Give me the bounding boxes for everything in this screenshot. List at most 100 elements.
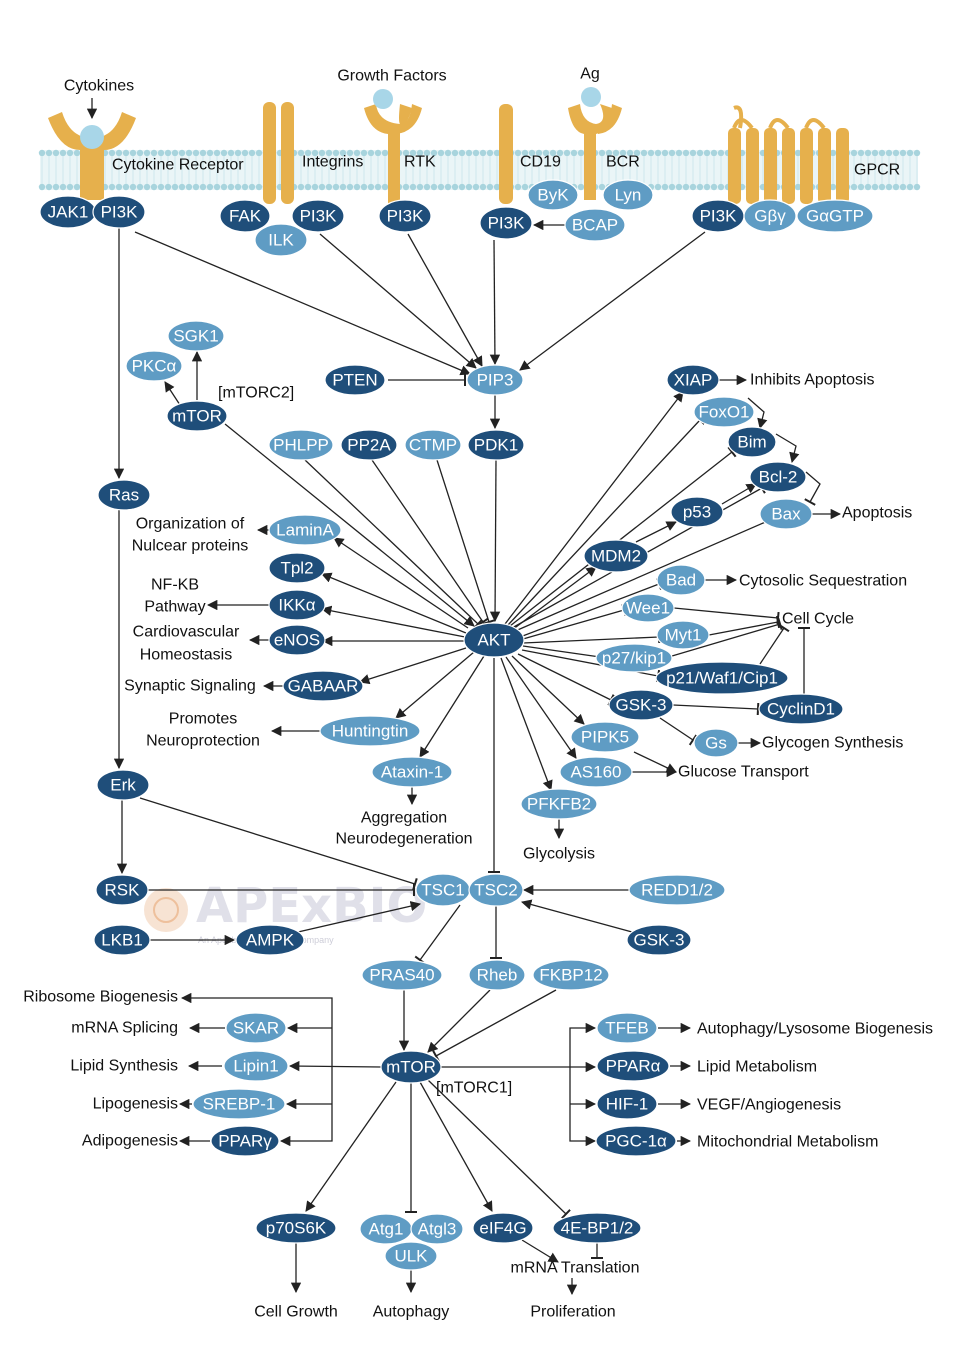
edge-akt-gsk3a (517, 653, 615, 706)
edge-akt-ataxin1 (419, 655, 485, 758)
edge-akt-as160 (505, 656, 577, 759)
cytokine-receptor-icon (48, 98, 136, 200)
node-label-pi3k_3: PI3K (387, 207, 425, 226)
node-label-p21: p21/Waf1/Cip1 (666, 669, 778, 688)
edge-akt-xiap (504, 391, 684, 625)
node-label-gagtp: GαGTP (806, 207, 864, 226)
label-mrna-splicing: mRNA Splicing (71, 1020, 178, 1037)
label-cytokine-receptor: Cytokine Receptor (112, 157, 244, 174)
edge-pipk5-glucose (633, 751, 677, 773)
node-label-jak1: JAK1 (48, 203, 89, 222)
node-label-pkca: PKCα (132, 357, 177, 376)
node-label-atg13: Atgl3 (418, 1220, 457, 1239)
node-bad: Bad (656, 564, 706, 596)
node-label-ras: Ras (109, 486, 139, 505)
node-pparg: PPARγ (210, 1125, 280, 1157)
node-label-pdk1: PDK1 (474, 436, 518, 455)
edge-akt-myt1 (522, 630, 661, 644)
edge-mtor1-pparg (279, 1067, 333, 1147)
node-pfkfb2: PFKFB2 (520, 788, 598, 820)
node-ikka: IKKα (268, 589, 326, 621)
label-cardio-1: Cardiovascular (133, 624, 240, 641)
node-label-fkbp12: FKBP12 (539, 966, 602, 985)
edge-mtor1-lipin1 (288, 1060, 382, 1072)
node-phlpp: PHLPP (268, 429, 334, 461)
label-mito: Mitochondrial Metabolism (697, 1134, 878, 1151)
node-label-bcap: BCAP (572, 216, 618, 235)
node-bcl2: Bcl-2 (749, 461, 807, 493)
node-label-tpl2: Tpl2 (280, 559, 313, 578)
node-label-bim: Bim (737, 433, 766, 452)
bcr-icon (568, 87, 622, 200)
edge-akt-tpl2 (321, 572, 467, 634)
node-label-p53: p53 (683, 503, 711, 522)
node-label-eif4g: eIF4G (479, 1219, 526, 1238)
edge-mtor1-ebp (427, 1079, 571, 1220)
edge-foxo1-bim (747, 397, 768, 430)
node-tsc2: TSC2 (468, 873, 524, 907)
edges (113, 219, 842, 1296)
label-growth-factors: Growth Factors (337, 68, 446, 85)
node-label-cyclind1: CyclinD1 (767, 700, 835, 719)
edge-pdk1-akt (489, 459, 501, 623)
node-fkbp12: FKBP12 (532, 959, 610, 991)
node-label-xiap: XIAP (674, 371, 713, 390)
node-label-gby: Gβγ (754, 207, 786, 226)
node-pip3: PIP3 (466, 364, 524, 396)
node-label-gsk3b: GSK-3 (633, 931, 684, 950)
node-pdk1: PDK1 (467, 429, 525, 461)
node-label-ikka: IKKα (278, 596, 315, 615)
node-erk: Erk (96, 769, 150, 801)
edge-mtor1-eif4g (419, 1081, 493, 1212)
node-label-fak: FAK (229, 207, 262, 226)
label-nfkb-1: NF-KB (151, 577, 199, 594)
edge-mdm2-p53 (635, 521, 677, 543)
node-tsc1: TSC1 (415, 873, 471, 907)
edge-gsk3a-gs (659, 717, 698, 746)
node-ilk: ILK (254, 223, 308, 257)
node-p21: p21/Waf1/Cip1 (655, 661, 789, 695)
node-pi3k_1: PI3K (92, 195, 146, 229)
node-ctmp: CTMP (404, 429, 462, 461)
node-gsk3b: GSK-3 (626, 924, 692, 956)
node-byk: ByK (527, 179, 579, 211)
node-label-byk: ByK (537, 186, 569, 205)
node-label-mtor2: mTOR (172, 407, 222, 426)
node-label-gs: Gs (705, 734, 727, 753)
node-p70s6k: p70S6K (255, 1212, 337, 1244)
edge-akt-pfkfb2 (500, 657, 553, 791)
node-xiap: XIAP (666, 364, 720, 396)
edge-akt-huntingtin (395, 651, 475, 719)
node-pp2a: PP2A (340, 429, 398, 461)
node-ataxin1: Ataxin-1 (371, 756, 453, 788)
node-jak1: JAK1 (39, 195, 97, 229)
node-lyn: Lyn (602, 179, 654, 211)
node-rsk: RSK (95, 874, 149, 906)
edge-rheb-mtor1 (427, 989, 491, 1053)
node-label-myt1: Myt1 (665, 626, 702, 645)
node-ras: Ras (97, 479, 151, 511)
label-neuroprot-2: Neuroprotection (146, 733, 260, 750)
node-label-bcl2: Bcl-2 (759, 468, 798, 487)
node-label-atg1: Atg1 (369, 1220, 404, 1239)
label-cd19: CD19 (520, 154, 561, 171)
edge-akt-p27 (522, 645, 602, 664)
node-label-erk: Erk (110, 776, 136, 795)
label-aggregation-2: Neurodegeneration (336, 831, 473, 848)
node-label-p27: p27/kip1 (602, 649, 666, 668)
node-mdm2: MDM2 (583, 539, 649, 573)
edge-mtor2-akt (224, 423, 475, 627)
node-label-pi3k_5: PI3K (700, 207, 738, 226)
node-label-gsk3a: GSK-3 (615, 696, 666, 715)
label-nfkb-2: Pathway (144, 599, 205, 616)
edge-pi3k4-pip3 (489, 239, 501, 366)
label-proliferation: Proliferation (530, 1304, 615, 1321)
node-mtor2: mTOR (166, 400, 228, 432)
node-enos: eNOS (268, 624, 326, 656)
edge-eif4g-translation (521, 1239, 559, 1263)
node-label-foxo1: FoxO1 (698, 403, 749, 422)
node-cyclind1: CyclinD1 (758, 693, 844, 725)
node-label-tfeb: TFEB (605, 1019, 648, 1038)
label-bcr: BCR (606, 154, 640, 171)
